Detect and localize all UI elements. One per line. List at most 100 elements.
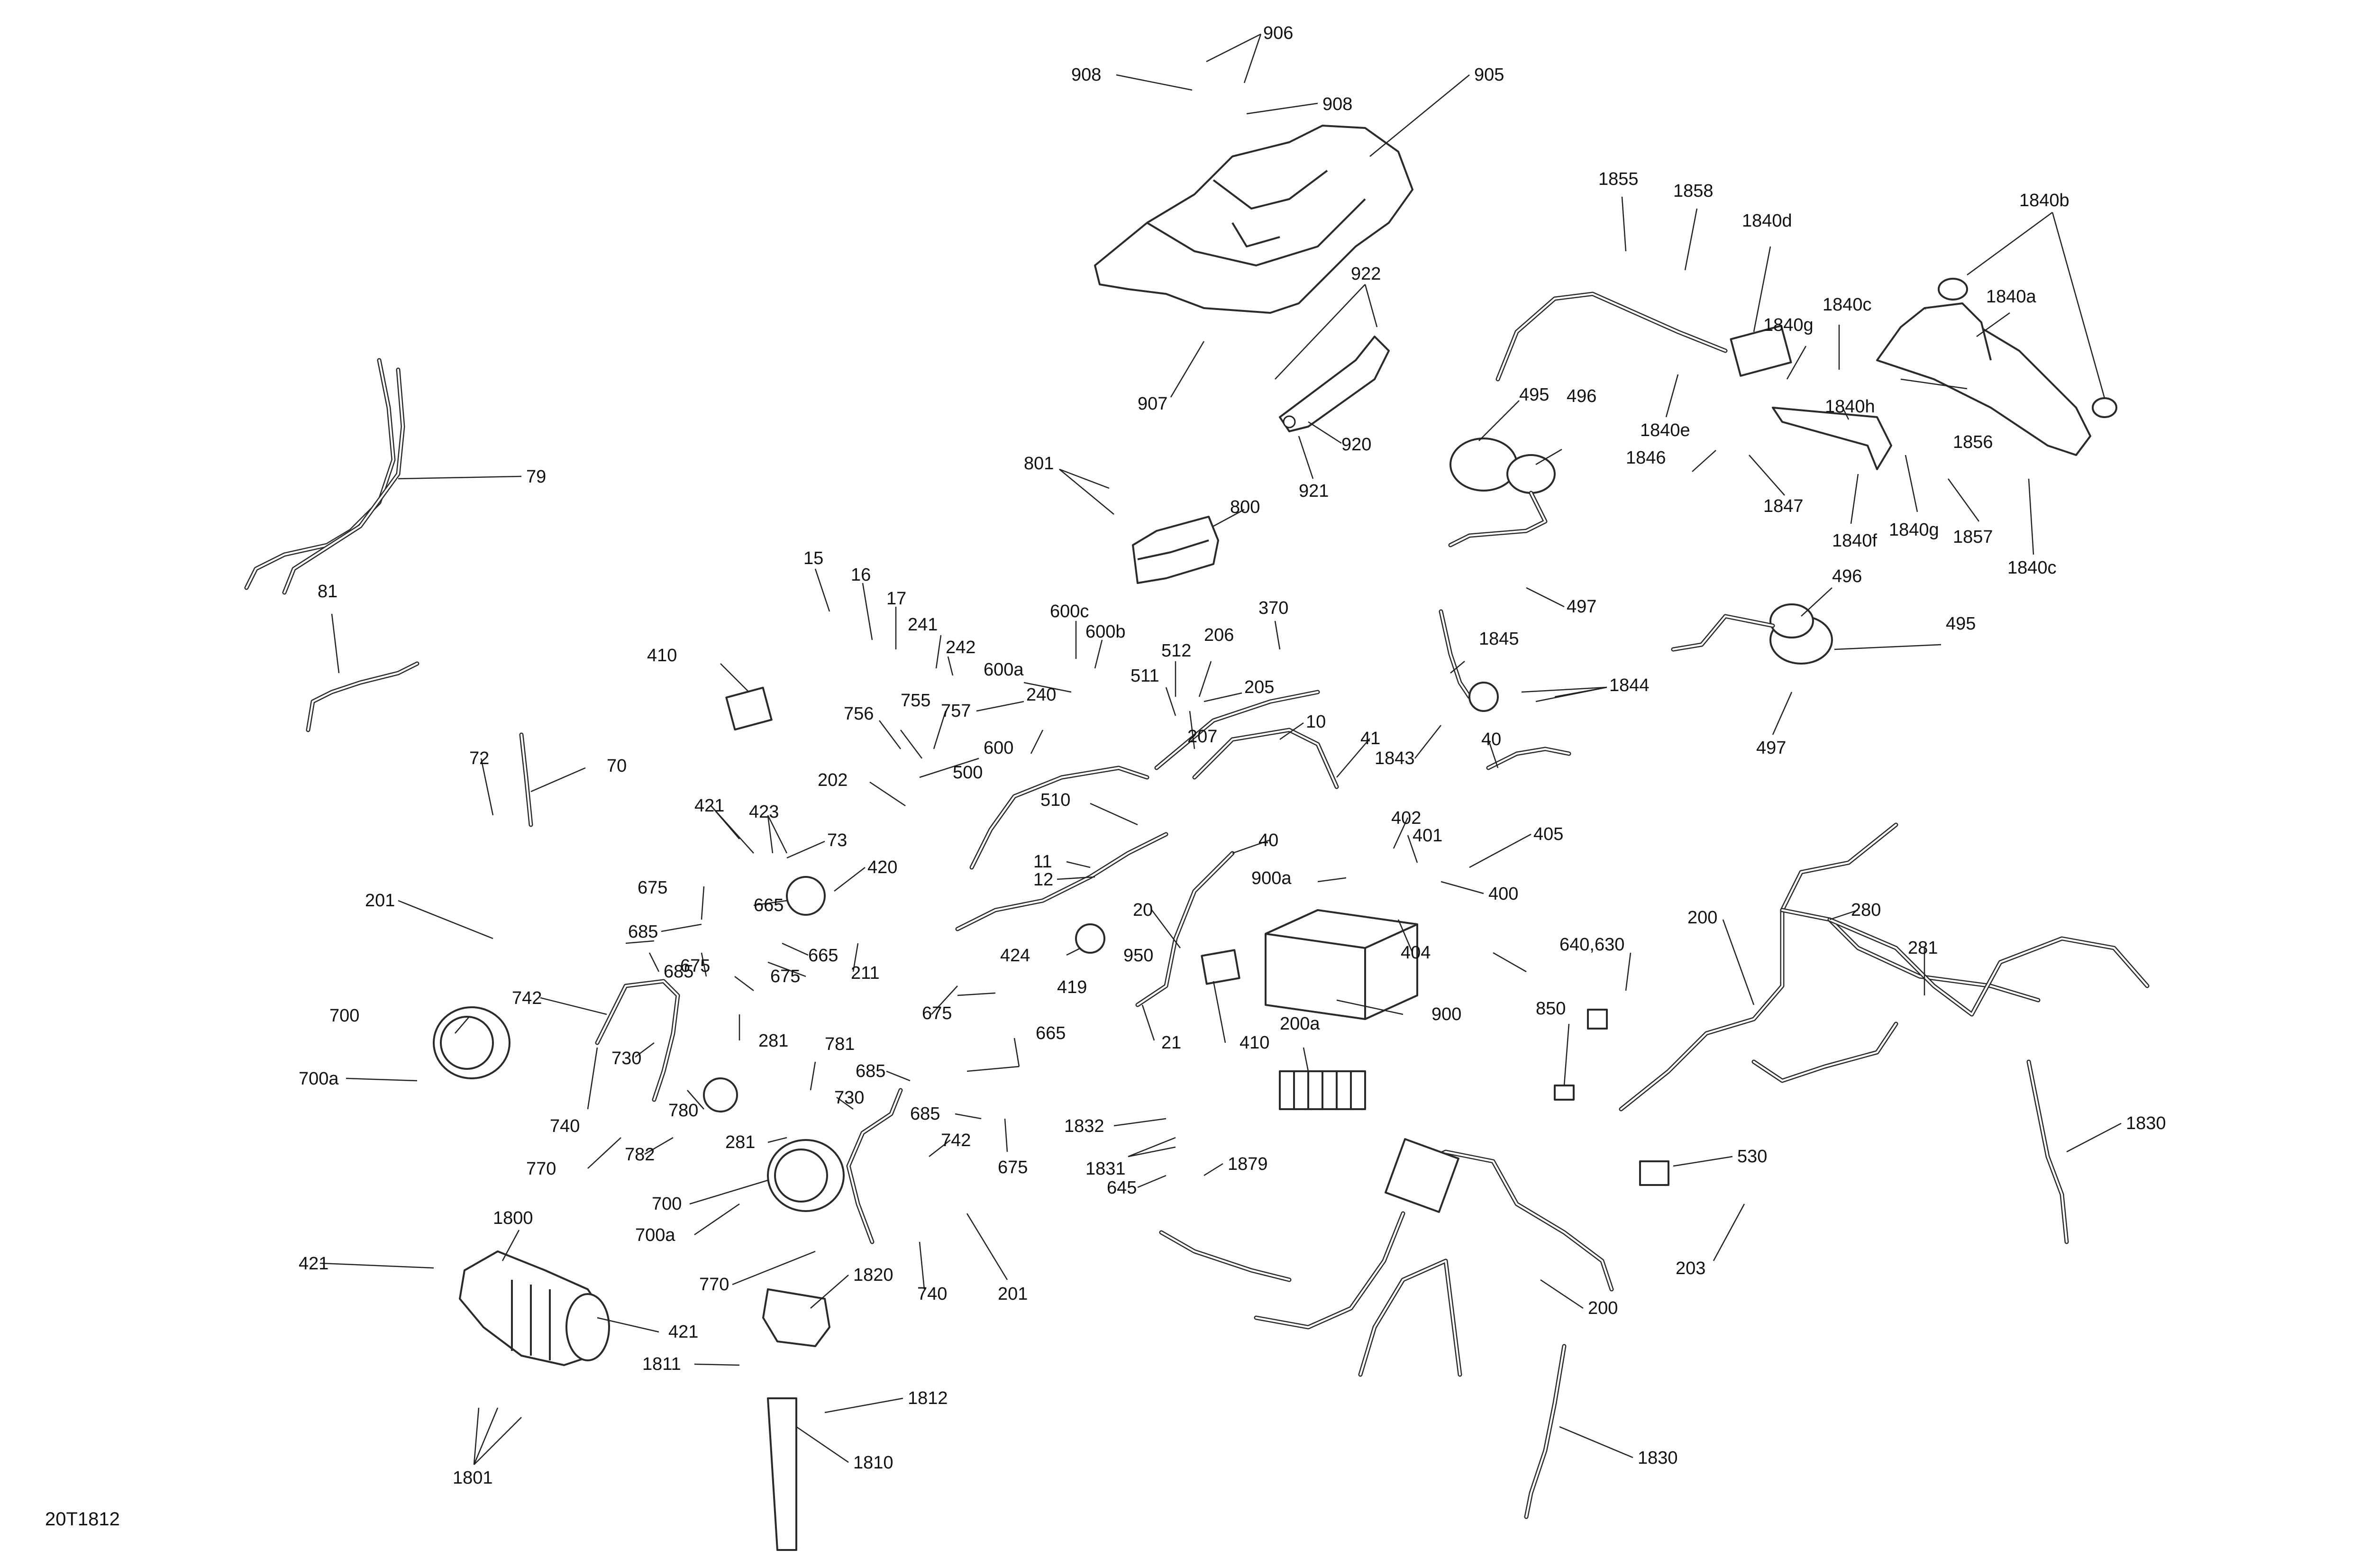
callout-200: 200: [1687, 908, 1717, 928]
callout-730: 730: [611, 1048, 641, 1068]
callout-756: 756: [844, 704, 874, 724]
callout-1840b: 1840b: [2019, 191, 2069, 210]
callout-665: 665: [754, 895, 784, 915]
callout-200a: 200a: [1280, 1014, 1320, 1034]
bracket-1820: [762, 1288, 830, 1347]
callout-12: 12: [1033, 870, 1053, 890]
callout-1840c: 1840c: [2007, 558, 2057, 578]
callout-770: 770: [699, 1275, 729, 1295]
callout-495: 495: [1946, 614, 1976, 634]
callout-1840g: 1840g: [1763, 315, 1814, 335]
callout-404: 404: [1401, 943, 1431, 963]
callout-201: 201: [998, 1284, 1028, 1304]
fuse-block-200a: [1279, 1070, 1366, 1110]
part-640-630: [1587, 1009, 1608, 1030]
callout-206: 206: [1204, 625, 1234, 645]
callout-780: 780: [668, 1101, 698, 1121]
callout-211: 211: [851, 963, 880, 983]
callout-70: 70: [607, 756, 627, 776]
callout-730: 730: [834, 1088, 864, 1108]
frame-1840a: [1876, 302, 2091, 456]
callout-675: 675: [638, 878, 667, 898]
callout-242: 242: [946, 638, 975, 657]
callout-241: 241: [908, 615, 938, 635]
callout-685: 685: [910, 1104, 940, 1124]
callout-496: 496: [1567, 386, 1596, 406]
callout-530: 530: [1737, 1147, 1767, 1167]
callout-79: 79: [526, 467, 546, 487]
callout-700: 700: [329, 1006, 359, 1026]
light-496-lower: [1769, 603, 1814, 638]
callout-512: 512: [1161, 641, 1191, 661]
callout-1855: 1855: [1598, 169, 1639, 189]
callout-1856: 1856: [1953, 432, 1993, 452]
callout-600: 600: [984, 738, 1013, 758]
callout-1840f: 1840f: [1832, 531, 1878, 551]
callout-421: 421: [694, 796, 724, 816]
callout-1832: 1832: [1064, 1116, 1104, 1136]
callout-420: 420: [867, 857, 897, 877]
callout-675: 675: [770, 966, 800, 986]
lamp-700-left: [433, 1006, 510, 1079]
callout-419: 419: [1057, 977, 1087, 997]
callout-20: 20: [1133, 900, 1153, 920]
light-495-upper: [1449, 438, 1518, 492]
part-950: [1075, 923, 1105, 954]
callout-1858: 1858: [1673, 181, 1714, 201]
callout-1845: 1845: [1479, 629, 1519, 649]
callout-640-630: 640,630: [1559, 935, 1624, 955]
harness-79: [244, 358, 405, 595]
callout-1811: 1811: [642, 1354, 681, 1374]
callout-203: 203: [1676, 1258, 1705, 1278]
callout-801: 801: [1024, 454, 1054, 474]
callout-1846: 1846: [1626, 448, 1666, 468]
cap-1840b-left: [1938, 278, 1968, 301]
callout-665: 665: [808, 946, 838, 966]
callout-281: 281: [758, 1031, 788, 1051]
callout-1847: 1847: [1763, 496, 1804, 516]
callout-908: 908: [1322, 94, 1352, 114]
callout-1840a: 1840a: [1986, 287, 2037, 307]
callout-201: 201: [365, 891, 395, 911]
leader-lines: [319, 33, 2122, 1465]
callout-920: 920: [1341, 435, 1371, 455]
callout-1844: 1844: [1609, 675, 1650, 695]
callout-73: 73: [827, 830, 847, 850]
callout-675: 675: [680, 956, 710, 976]
callout-600b: 600b: [1085, 622, 1126, 642]
callout-281: 281: [1908, 938, 1938, 958]
callout-1810: 1810: [853, 1453, 893, 1473]
callout-755: 755: [901, 691, 930, 711]
callout-950: 950: [1123, 946, 1153, 966]
callout-1820: 1820: [853, 1265, 893, 1285]
callout-81: 81: [318, 582, 337, 602]
callout-757: 757: [941, 701, 971, 721]
callout-10: 10: [1306, 712, 1326, 732]
callout-700a: 700a: [635, 1225, 675, 1245]
callout-207: 207: [1187, 727, 1217, 747]
callout-921: 921: [1299, 481, 1329, 501]
callout-423: 423: [749, 802, 779, 822]
callout-496: 496: [1832, 566, 1862, 586]
callout-907: 907: [1138, 394, 1167, 414]
callout-497: 497: [1567, 597, 1596, 617]
callout-1843: 1843: [1375, 748, 1415, 768]
callout-782: 782: [625, 1145, 655, 1165]
part-850: [1554, 1085, 1575, 1101]
callout-685: 685: [628, 922, 658, 942]
parts-layer: [244, 125, 2150, 1551]
lamp-700-center: [767, 1139, 845, 1212]
callout-421: 421: [668, 1322, 698, 1342]
callout-665: 665: [1036, 1023, 1066, 1043]
module-800: [1132, 516, 1219, 584]
callout-511: 511: [1130, 666, 1159, 686]
callout-401: 401: [1413, 826, 1442, 846]
callout-800: 800: [1230, 497, 1260, 517]
callout-1840d: 1840d: [1742, 211, 1792, 231]
callout-1879: 1879: [1228, 1154, 1268, 1174]
callout-1831: 1831: [1085, 1159, 1126, 1179]
bracket-1840f: [1772, 407, 1892, 470]
callout-240: 240: [1026, 685, 1056, 705]
callout-600c: 600c: [1050, 602, 1089, 621]
tray-905: [1094, 125, 1413, 314]
